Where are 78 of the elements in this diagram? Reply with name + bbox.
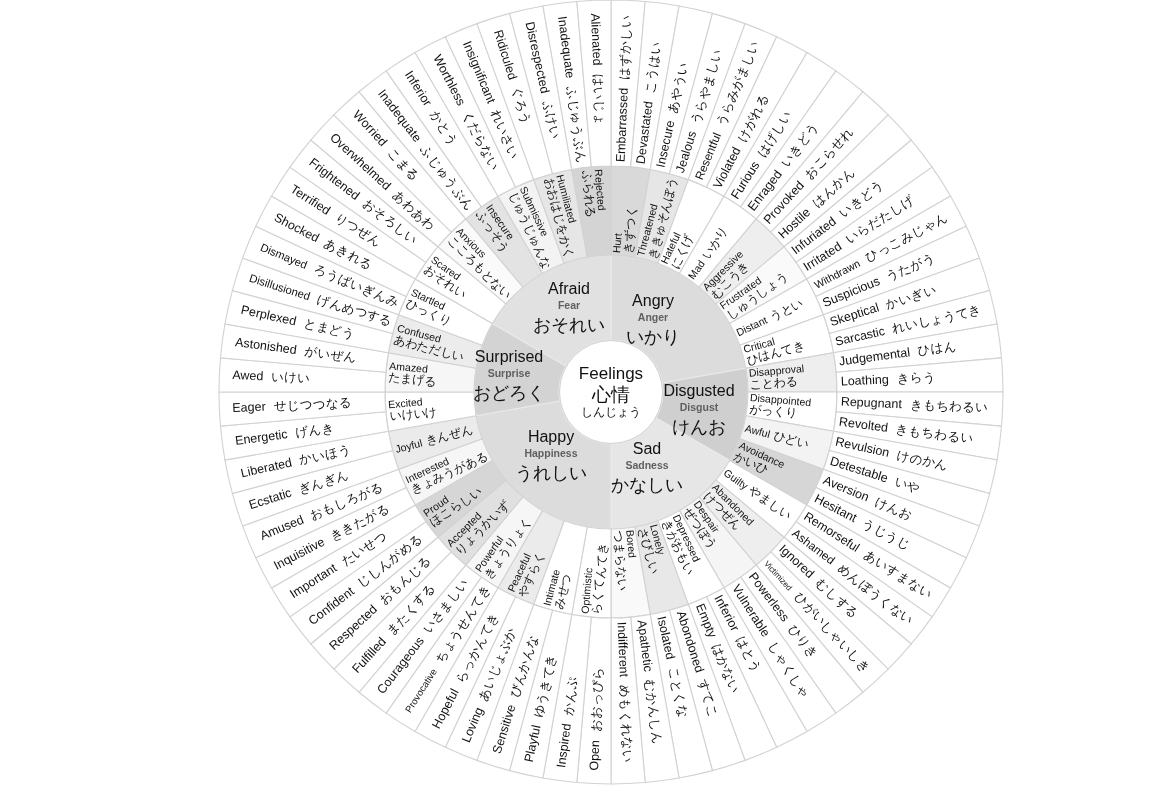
feeling-label: Astonished bbox=[234, 335, 298, 359]
japanese-label: いや bbox=[892, 474, 923, 497]
category-label: Fear bbox=[557, 299, 581, 313]
japanese-title-label: 心情 bbox=[592, 383, 630, 406]
japanese-label: いけい bbox=[271, 369, 311, 387]
feeling-label: Liberated bbox=[239, 455, 294, 482]
japanese-label: おおっぴら bbox=[588, 666, 607, 733]
feeling-label: Sad bbox=[632, 439, 662, 459]
japanese-label: すてこ bbox=[694, 677, 721, 720]
japanese-label: おそれい bbox=[533, 315, 605, 337]
japanese-label: かいぎい bbox=[884, 282, 939, 313]
category-label: Surprise bbox=[487, 367, 531, 381]
japanese-label: けのかん bbox=[895, 448, 950, 474]
category-label: Anger bbox=[637, 311, 669, 325]
japanese-label: めもくれない bbox=[616, 684, 635, 764]
japanese-label: きんぜん bbox=[424, 422, 474, 448]
feeling-label: Repugnant bbox=[840, 394, 903, 413]
japanese-label: ふけい bbox=[539, 99, 563, 141]
feeling-label: Revolted bbox=[838, 414, 889, 436]
feeling-label: Playful bbox=[521, 723, 545, 764]
japanese-label: むかんしん bbox=[641, 678, 665, 746]
feeling-label: Bored bbox=[624, 529, 638, 559]
japanese-label: かとう bbox=[427, 107, 460, 149]
japanese-label: きらう bbox=[896, 370, 936, 387]
feeling-label: Disgusted bbox=[663, 381, 735, 401]
feeling-label: Embarrassed bbox=[613, 87, 632, 163]
feeling-label: Open bbox=[587, 739, 604, 771]
feeling-label: Eager bbox=[232, 399, 266, 416]
japanese-label: きもちわるい bbox=[909, 397, 989, 416]
category-label: Disgust bbox=[679, 401, 719, 415]
category-label: Happiness bbox=[524, 447, 578, 461]
japanese-label: ひりき bbox=[785, 622, 821, 663]
japanese-label: こうはい bbox=[642, 40, 665, 95]
feeling-label: Hurt bbox=[611, 232, 624, 254]
category-label: Sadness bbox=[625, 459, 669, 473]
feeling-label: Loathing bbox=[840, 372, 890, 390]
reading-label: しんじょう bbox=[581, 405, 641, 420]
japanese-label: きもちわるい bbox=[894, 422, 975, 448]
feeling-label: Afraid bbox=[548, 279, 590, 299]
japanese-label: ぐろう bbox=[507, 84, 534, 127]
feeling-label: Inspired bbox=[554, 722, 575, 769]
feeling-label: Inadequate bbox=[554, 15, 578, 80]
japanese-label: はずかしい bbox=[617, 14, 635, 81]
feeling-label: Alienated bbox=[587, 13, 605, 66]
feeling-label: Isolated bbox=[653, 614, 678, 661]
feeling-label: Awful bbox=[743, 422, 772, 441]
feeling-label: Apathetic bbox=[633, 619, 656, 673]
japanese-label: かんぷ bbox=[560, 676, 581, 717]
japanese-label: ひはん bbox=[916, 339, 958, 360]
title-label: Feelings bbox=[578, 364, 644, 384]
japanese-label: おどろく bbox=[473, 383, 545, 405]
japanese-label: がいぜん bbox=[303, 344, 358, 366]
japanese-label: うれしい bbox=[515, 463, 587, 485]
japanese-label: かいほう bbox=[298, 442, 353, 469]
japanese-label: あやうい bbox=[665, 60, 691, 115]
japanese-label: とまどう bbox=[302, 316, 357, 343]
japanese-label: げんき bbox=[294, 421, 336, 441]
japanese-label: けんお bbox=[672, 417, 726, 439]
japanese-label: いかり bbox=[626, 327, 680, 349]
feeling-label: Indifferent bbox=[613, 621, 631, 678]
japanese-label: ひどい bbox=[772, 429, 811, 452]
feeling-label: Ecstatic bbox=[247, 485, 294, 514]
feeling-label: Judgemental bbox=[838, 345, 911, 370]
feeling-label: Joyful bbox=[394, 437, 424, 456]
feeling-label: Happy bbox=[527, 427, 575, 447]
japanese-label: うとい bbox=[767, 296, 806, 324]
feeling-label: Surprised bbox=[474, 347, 544, 367]
feeling-label: Angry bbox=[632, 291, 674, 311]
japanese-label: ことくな bbox=[664, 665, 691, 720]
feeling-label: Perplexed bbox=[239, 302, 298, 330]
feeling-label: Devastated bbox=[633, 100, 656, 165]
japanese-label: はいじょ bbox=[589, 73, 607, 126]
feeling-label: Energetic bbox=[234, 427, 289, 449]
feeling-label: Awed bbox=[232, 368, 264, 385]
japanese-label: けんお bbox=[872, 494, 915, 524]
japanese-label: かなしい bbox=[611, 475, 683, 497]
japanese-label: せじつつなる bbox=[273, 395, 352, 415]
japanese-label: ふじゅうぶん bbox=[563, 85, 589, 165]
